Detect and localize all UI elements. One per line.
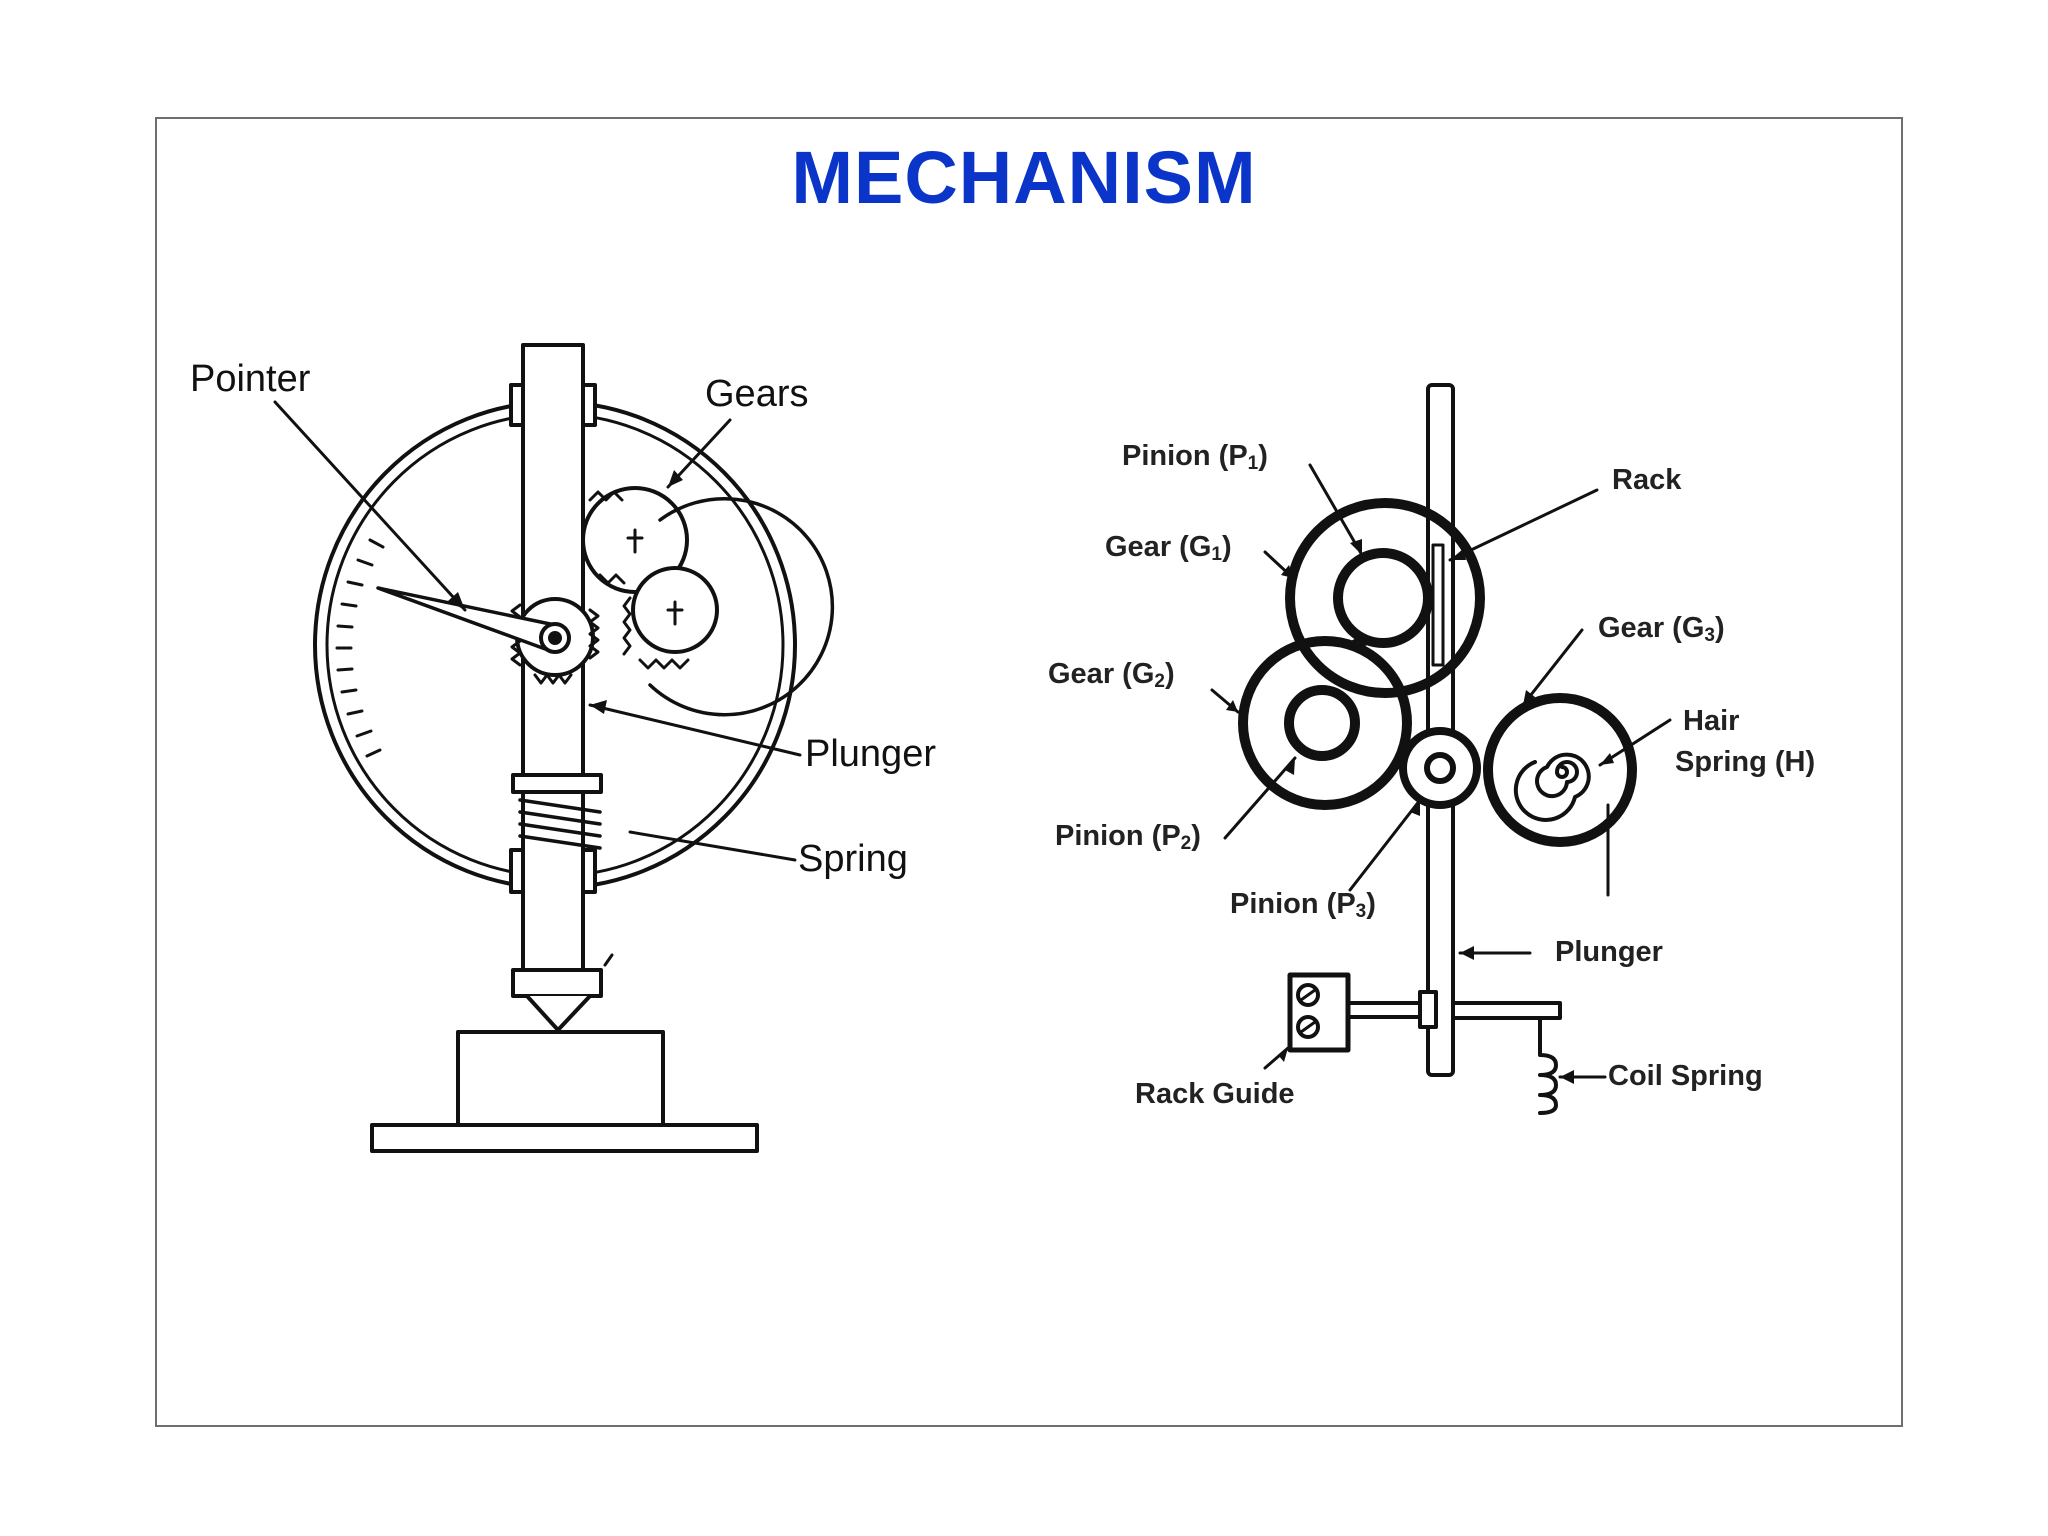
spring-coils: [518, 798, 602, 850]
label-plunger: Plunger: [805, 733, 936, 775]
leader-spring: [628, 830, 797, 862]
label-gears: Gears: [705, 373, 809, 415]
base-plate: [370, 1123, 759, 1153]
leader-pinion-p3: [1348, 798, 1422, 892]
dial-scale-ticks: [335, 538, 385, 758]
leader-plunger: [588, 703, 802, 757]
leader-pointer: [273, 400, 467, 612]
leader-pinion-p1: [1308, 463, 1364, 557]
label-pinion-p1: Pinion (P1): [1122, 440, 1268, 474]
rack-guide-block: [1287, 972, 1351, 1053]
label-plunger-right: Plunger: [1555, 936, 1663, 968]
label-gear-g1: Gear (G1): [1105, 531, 1232, 565]
top-bushing-right: [581, 383, 597, 427]
label-spring: Spring: [798, 838, 908, 880]
gear-large-arc: [648, 496, 835, 717]
label-pointer: Pointer: [190, 358, 311, 400]
pinion-p2: [1284, 685, 1360, 761]
gear-teeth: [588, 490, 690, 670]
slide-title: MECHANISM: [791, 136, 1257, 219]
pinion-p1: [1333, 548, 1433, 648]
bottom-bushing-left: [509, 848, 525, 894]
pinion-p3: [1399, 727, 1481, 809]
label-gear-g3: Gear (G3): [1598, 612, 1725, 646]
label-hair-spring-2: Spring (H): [1675, 746, 1816, 778]
spring-collar: [511, 773, 603, 794]
top-bushing-left: [509, 383, 525, 427]
leader-rack: [1448, 488, 1599, 562]
gear-g1: [1285, 498, 1485, 698]
rack-teeth: [1431, 543, 1445, 667]
leader-pinion-p2: [1223, 756, 1297, 840]
label-rack-guide: Rack Guide: [1135, 1078, 1295, 1110]
coil-spring: [1538, 1016, 1558, 1115]
bottom-bushing-right: [581, 848, 597, 894]
label-gear-g2: Gear (G2): [1048, 658, 1175, 692]
label-rack: Rack: [1612, 464, 1682, 496]
guide-bar: [1346, 1001, 1430, 1019]
label-pinion-p3: Pinion (P3): [1230, 888, 1376, 922]
leader-gear-g3: [1521, 628, 1584, 707]
label-pinion-p2: Pinion (P2): [1055, 820, 1201, 854]
label-coil-spring: Coil Spring: [1608, 1060, 1763, 1092]
label-hair-spring-1: Hair: [1683, 705, 1740, 737]
hair-spring-spiral: [1513, 752, 1591, 822]
spring-arm: [1451, 1001, 1562, 1020]
gear-g3: [1483, 693, 1637, 847]
